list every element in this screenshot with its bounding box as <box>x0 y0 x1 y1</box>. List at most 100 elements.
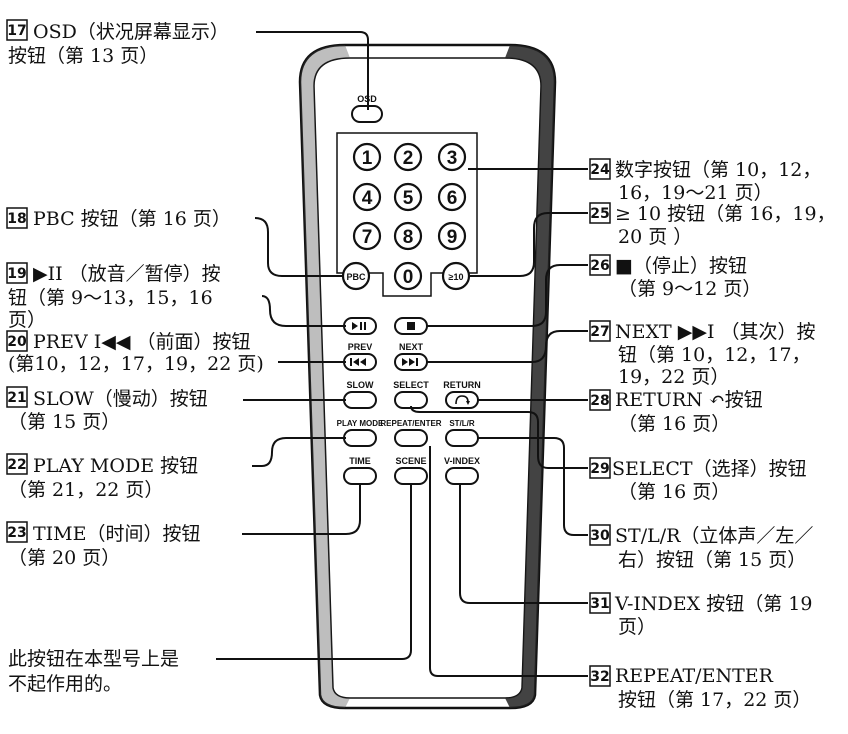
select-button[interactable] <box>394 391 428 409</box>
digit-1-button[interactable] <box>352 142 382 172</box>
pbc-label: PBC <box>346 272 366 282</box>
leader-25 <box>470 212 588 277</box>
digit-3-label: 3 <box>447 148 458 169</box>
prev-icon <box>353 358 366 366</box>
callout-22-line1: PLAY MODE 按钮 <box>33 455 198 477</box>
leader-23 <box>242 484 361 535</box>
return-icon <box>455 395 469 405</box>
leader-26 <box>427 264 588 327</box>
digit-2-button[interactable] <box>393 142 423 172</box>
callout-17-line2: 按钮（第 13 页） <box>8 45 158 67</box>
digit-5-button[interactable] <box>393 182 423 212</box>
vindex-label: V-INDEX <box>444 456 480 466</box>
callout-29-line2: （第 16 页） <box>618 481 730 503</box>
vindex-button[interactable] <box>445 467 479 485</box>
callout-17-line1: OSD（状况屏幕显示） <box>33 21 229 43</box>
digit-1-label: 1 <box>362 148 373 169</box>
callout-24-badge <box>589 158 611 180</box>
callout-17-badge <box>6 19 28 41</box>
callout-31-num: 31 <box>590 596 609 612</box>
digit-7-button[interactable] <box>352 221 382 251</box>
callout-32-badge <box>589 665 611 687</box>
callout-25-num: 25 <box>590 206 609 222</box>
digit-0-button[interactable] <box>393 261 423 291</box>
callout-20-line1: PREV I◀◀ （前面）按钮 <box>33 331 251 353</box>
callout-28-num: 28 <box>590 393 609 409</box>
callout-25-badge <box>589 202 611 224</box>
callout-26-line1: ■（停止）按钮 <box>615 255 747 277</box>
digit-4-button[interactable] <box>352 182 382 212</box>
leader-32 <box>429 446 588 677</box>
ge10-button[interactable] <box>441 261 471 291</box>
digit-2-label: 2 <box>403 148 414 169</box>
repeat-enter-button[interactable] <box>394 429 428 447</box>
repeat-enter-label: REPEAT/ENTER <box>380 419 441 428</box>
stlr-button[interactable] <box>445 429 479 447</box>
callout-30-line1: ST/L/R（立体声／左／ <box>615 525 813 547</box>
play-mode-button[interactable] <box>343 429 377 447</box>
callout-20-badge <box>6 330 28 352</box>
callout-19-line1: ▶II （放音／暂停）按 <box>33 263 221 285</box>
callout-28-line2: （第 16 页） <box>618 413 730 435</box>
scene-button[interactable] <box>394 467 428 485</box>
callout-19-line2: 钮（第 9～13，15，16 <box>8 287 213 309</box>
callout-26-num: 26 <box>590 258 609 274</box>
callout-23-num: 23 <box>7 525 26 541</box>
digit-9-label: 9 <box>447 227 458 248</box>
callout-22-num: 22 <box>7 457 26 473</box>
callout-24-line1: 数字按钮（第 10，12， <box>615 159 821 181</box>
digit-8-button[interactable] <box>393 221 423 251</box>
digit-3-button[interactable] <box>437 142 467 172</box>
callout-29-line1: SELECT（选择）按钮 <box>612 458 807 480</box>
callout-25-line2: 20 页 ） <box>618 226 692 248</box>
callout-27-line1: NEXT ▶▶I （其次）按 <box>615 321 816 343</box>
digit-5-label: 5 <box>403 188 414 209</box>
callout-21-line1: SLOW（慢动）按钮 <box>33 388 208 410</box>
digit-0-label: 0 <box>403 267 414 288</box>
callout-27-num: 27 <box>590 324 609 340</box>
prev-label: PREV <box>348 342 373 352</box>
callout-32-line1: REPEAT/ENTER <box>615 665 774 687</box>
return-arrow-icon <box>466 401 470 405</box>
digit-4-label: 4 <box>362 188 373 209</box>
return-button[interactable] <box>445 391 479 409</box>
numeric-keypad: 1 2 3 4 5 6 7 8 9 0 <box>352 142 467 291</box>
next-bar-icon <box>416 358 418 366</box>
stop-icon <box>407 322 415 330</box>
next-label: NEXT <box>399 342 424 352</box>
callout-17-num: 17 <box>7 23 26 39</box>
time-button[interactable] <box>343 467 377 485</box>
callout-32-line2: 按钮（第 17，22 页） <box>618 689 811 711</box>
callout-20-line2: (第10，12，17，19，22 页) <box>8 353 264 375</box>
callout-19-line3: 页） <box>8 309 46 331</box>
callout-31-line1: V-INDEX 按钮（第 19 <box>614 593 812 615</box>
leader-22 <box>252 437 346 467</box>
callout-23-badge <box>6 521 28 543</box>
callout-23-line2: （第 20 页） <box>8 547 120 569</box>
callout-20-num: 20 <box>7 334 27 350</box>
time-label: TIME <box>349 456 371 466</box>
play-mode-label: PLAY MODE <box>337 419 384 428</box>
slow-button[interactable] <box>343 391 377 409</box>
callout-19-badge <box>6 262 28 284</box>
callout-22-badge <box>6 453 28 475</box>
callout-31-badge <box>589 592 611 614</box>
digit-6-button[interactable] <box>437 182 467 212</box>
callout-29-badge <box>589 457 611 479</box>
callout-21-badge <box>6 386 28 408</box>
callout-27-line2: 钮（第 10，12，17， <box>618 344 811 366</box>
leader-29 <box>410 405 588 469</box>
note-line1: 此按钮在本型号上是 <box>8 648 179 670</box>
callout-25-line1: ≥ 10 按钮（第 16，19， <box>615 203 836 225</box>
leader-30 <box>478 437 588 536</box>
callout-18-badge <box>6 207 28 229</box>
digit-9-button[interactable] <box>437 221 467 251</box>
callout-21-num: 21 <box>7 390 26 406</box>
scene-label: SCENE <box>395 456 426 466</box>
stlr-label: ST/L/R <box>449 419 475 428</box>
callout-31-line2: 页） <box>618 616 656 638</box>
prev-bar-icon <box>350 358 352 366</box>
pause-bar-icon <box>360 322 362 330</box>
ge10-label: ≥10 <box>449 272 464 282</box>
